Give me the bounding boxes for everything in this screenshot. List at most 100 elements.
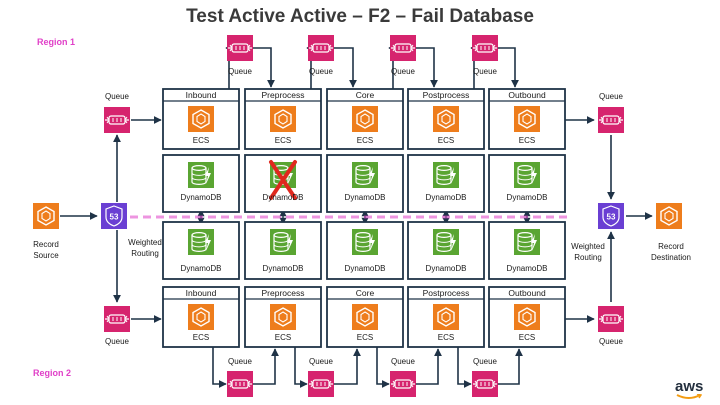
dynamodb-icon xyxy=(514,162,540,188)
flow-arrow xyxy=(212,347,227,388)
weighted-routing-label-right: Weighted xyxy=(571,242,605,251)
dynamodb-label-r2: DynamoDB xyxy=(180,264,222,273)
queue-icon xyxy=(598,306,624,332)
dynamodb-icon xyxy=(433,229,459,255)
flow-arrow xyxy=(498,47,519,88)
dynamodb-icon xyxy=(188,229,214,255)
flow-arrow xyxy=(416,348,442,385)
dynamodb-label-r2: DynamoDB xyxy=(425,264,467,273)
record-source-label: Source xyxy=(33,251,59,260)
route53-icon: 53 xyxy=(598,203,624,229)
queue-label-top: Queue xyxy=(308,67,334,76)
queue-label-left-top: Queue xyxy=(104,92,130,101)
queue-icon xyxy=(390,371,416,397)
stage-title-r1: Outbound xyxy=(508,90,546,100)
ecs-icon xyxy=(270,304,296,330)
weighted-routing-label: Routing xyxy=(131,249,159,258)
stage-title-r1: Inbound xyxy=(185,90,217,100)
ecs-label-r1: ECS xyxy=(274,136,292,145)
ecs-label-r1: ECS xyxy=(192,136,210,145)
flow-arrow xyxy=(376,347,390,388)
stage-title-r1: Core xyxy=(355,90,375,100)
ecs-icon xyxy=(433,304,459,330)
stage-title-r2: Postprocess xyxy=(422,288,470,298)
stage-title-r2: Inbound xyxy=(185,288,217,298)
queue-label-top: Queue xyxy=(227,67,253,76)
ecs-icon xyxy=(514,106,540,132)
ecs-icon xyxy=(514,304,540,330)
weighted-routing-label: Weighted xyxy=(128,238,162,247)
stage-frame-r2 xyxy=(488,286,566,348)
dynamodb-label-r2: DynamoDB xyxy=(506,264,548,273)
queue-label-right-top: Queue xyxy=(598,92,624,101)
dynamodb-label-r1: DynamoDB xyxy=(262,193,304,202)
queue-label-right-bottom: Queue xyxy=(598,337,624,346)
route53-label: 53 xyxy=(110,213,119,222)
ecs-icon xyxy=(656,203,682,229)
ecs-icon xyxy=(352,304,378,330)
flow-arrow xyxy=(498,348,523,385)
aws-smile-icon xyxy=(676,394,702,399)
stage-title-r2: Outbound xyxy=(508,288,546,298)
queue-label-bottom: Queue xyxy=(227,357,253,366)
route53-icon: 53 xyxy=(101,203,127,229)
fail-x-icon xyxy=(269,160,297,200)
ecs-label-r1: ECS xyxy=(356,136,374,145)
ecs-label-r2: ECS xyxy=(274,333,292,342)
dynamodb-label-r2: DynamoDB xyxy=(262,264,304,273)
queue-icon xyxy=(227,371,253,397)
flow-arrow xyxy=(334,47,357,88)
page-title: Test Active Active – F2 – Fail Database xyxy=(186,6,534,27)
ecs-label-r1: ECS xyxy=(518,136,536,145)
flow-arrow xyxy=(334,348,361,385)
queue-icon xyxy=(308,371,334,397)
dynamodb-label-r1: DynamoDB xyxy=(425,193,467,202)
ecs-icon xyxy=(188,304,214,330)
stage-title-r1: Preprocess xyxy=(261,90,305,100)
dynamodb-icon xyxy=(352,162,378,188)
queue-label-top: Queue xyxy=(472,67,498,76)
region-1-label: Region 1 xyxy=(37,37,76,47)
route53-label: 53 xyxy=(607,213,616,222)
record-destination-label: Record xyxy=(658,242,684,251)
ecs-icon xyxy=(352,106,378,132)
dynamodb-icon xyxy=(433,162,459,188)
dynamodb-label-r1: DynamoDB xyxy=(180,193,222,202)
flow-arrow xyxy=(457,347,472,388)
dynamodb-icon xyxy=(352,229,378,255)
queue-icon xyxy=(390,35,416,61)
dynamodb-icon xyxy=(188,162,214,188)
queue-icon xyxy=(308,35,334,61)
queue-icon xyxy=(104,306,130,332)
queue-label-top: Queue xyxy=(390,67,416,76)
ecs-icon xyxy=(188,106,214,132)
queue-icon xyxy=(472,35,498,61)
dynamodb-label-r1: DynamoDB xyxy=(506,193,548,202)
flow-arrow xyxy=(253,348,279,385)
queue-icon xyxy=(472,371,498,397)
ecs-icon xyxy=(433,106,459,132)
weighted-routing-label-right: Routing xyxy=(574,253,602,262)
queue-label-bottom: Queue xyxy=(472,357,498,366)
flow-arrow xyxy=(253,47,275,88)
ecs-label-r2: ECS xyxy=(518,333,536,342)
dynamodb-label-r1: DynamoDB xyxy=(344,193,386,202)
flow-arrow xyxy=(416,47,438,88)
queue-label-left-bottom: Queue xyxy=(104,337,130,346)
region-2-label: Region 2 xyxy=(33,368,72,378)
ecs-label-r2: ECS xyxy=(356,333,374,342)
stage-title-r2: Core xyxy=(355,288,375,298)
ecs-icon xyxy=(270,106,296,132)
ecs-label-r2: ECS xyxy=(192,333,210,342)
queue-icon xyxy=(104,107,130,133)
stage-title-r1: Postprocess xyxy=(422,90,470,100)
stage-title-r2: Preprocess xyxy=(261,288,305,298)
dynamodb-icon xyxy=(514,229,540,255)
ecs-icon xyxy=(33,203,59,229)
dynamodb-label-r2: DynamoDB xyxy=(344,264,386,273)
queue-label-bottom: Queue xyxy=(390,357,416,366)
record-source-label: Record xyxy=(33,240,59,249)
aws-logo: aws xyxy=(675,378,704,395)
flow-arrow xyxy=(294,347,308,388)
